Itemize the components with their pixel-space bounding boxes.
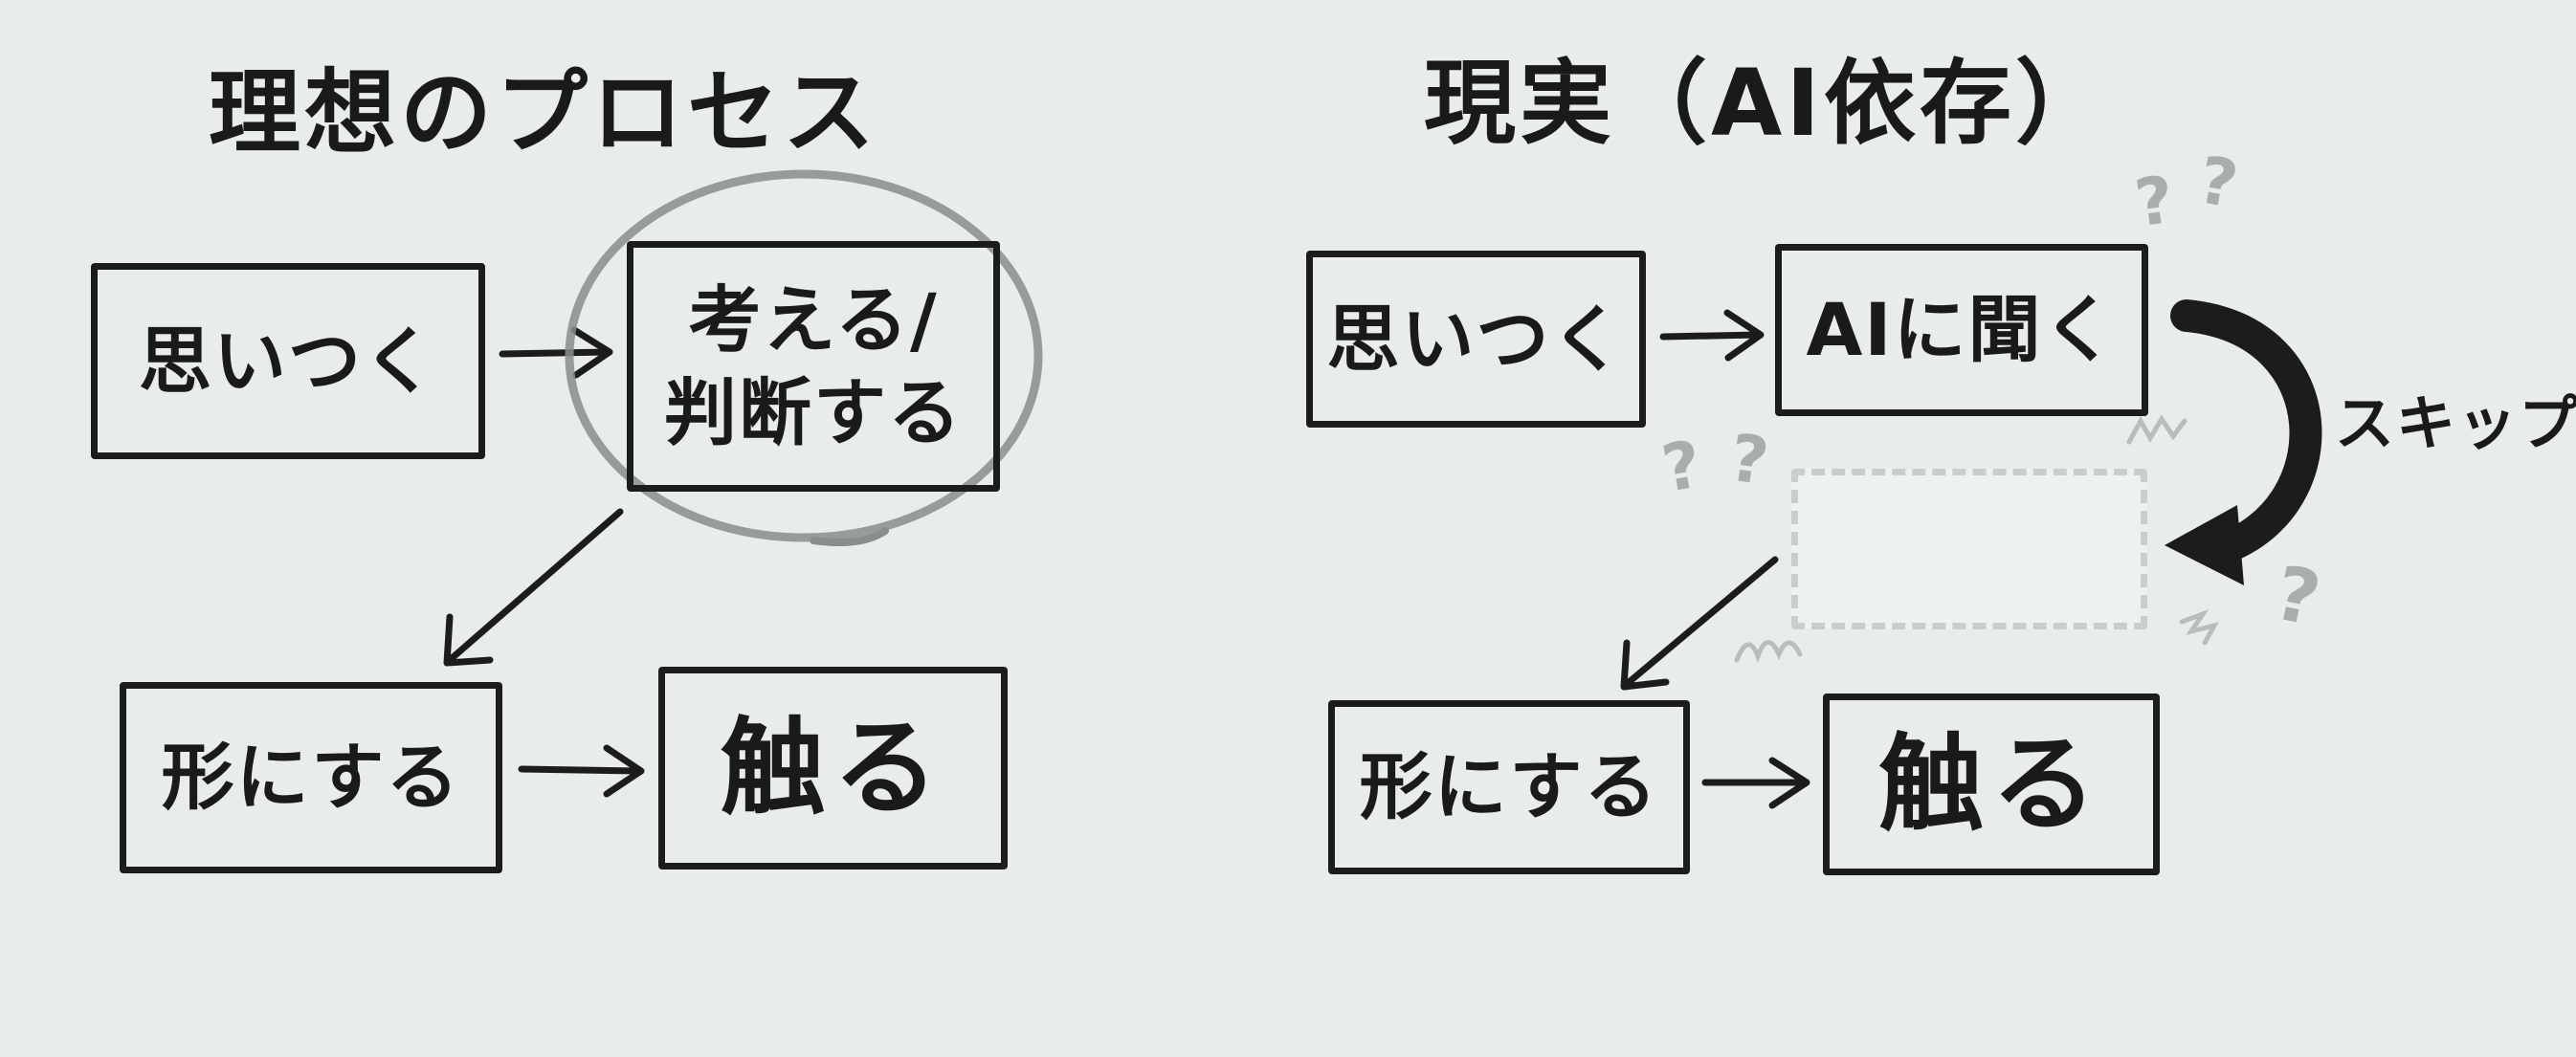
- box-reality-shape: 形にする: [1328, 700, 1690, 874]
- box-ideal-idea: 思いつく: [91, 263, 485, 459]
- arrow-reality-idea-to-ask: [1659, 309, 1765, 362]
- highlight-circle: [565, 169, 1043, 542]
- arrow-think-to-shape: [443, 508, 624, 667]
- box-ideal-shape-label: 形にする: [161, 735, 461, 821]
- squiggle-mark-bottom: [1734, 640, 1803, 664]
- skipped-thinking-box: [1791, 469, 2147, 629]
- arrow-shape-to-touch: [518, 744, 645, 798]
- squiggle-mark-right: [2179, 609, 2219, 646]
- box-ideal-think-label: 考える/ 判断する: [664, 276, 963, 455]
- box-reality-shape-label: 形にする: [1359, 744, 1659, 830]
- squiggle-mark-top: [2126, 414, 2187, 445]
- highlight-circle-tail: [810, 527, 889, 546]
- skip-arrow: [2165, 299, 2322, 585]
- box-ideal-idea-label: 思いつく: [139, 318, 437, 404]
- box-reality-idea-label: 思いつく: [1326, 296, 1626, 382]
- box-ideal-think: 考える/ 判断する: [627, 241, 1000, 492]
- box-ideal-touch-label: 触る: [720, 706, 946, 829]
- box-reality-ask-ai-label: AIに聞く: [1806, 287, 2118, 373]
- reality-title: 現実（AI依存）: [1424, 50, 2112, 157]
- box-reality-ask-ai: AIに聞く: [1775, 244, 2148, 416]
- box-reality-touch: 触る: [1823, 694, 2160, 875]
- skip-label: スキップ: [2335, 388, 2576, 458]
- ideal-process-title: 理想のプロセス: [209, 59, 878, 166]
- box-ideal-touch: 触る: [658, 667, 1008, 870]
- box-reality-idea: 思いつく: [1306, 251, 1646, 428]
- box-ideal-shape: 形にする: [120, 682, 502, 873]
- arrow-reality-shape-to-touch: [1701, 757, 1810, 809]
- arrow-reality-ghost-to-shape: [1620, 556, 1779, 691]
- arrow-idea-to-think: [499, 326, 613, 379]
- box-reality-touch-label: 触る: [1878, 722, 2104, 846]
